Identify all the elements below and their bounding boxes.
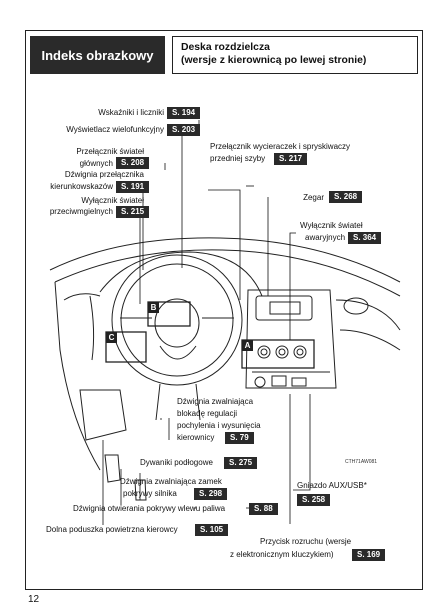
callout-tilt-line1: Dźwignia zwalniająca — [177, 397, 254, 406]
callout-fog-line2: przeciwmgielnych — [49, 207, 113, 216]
callout-headlight-line1: Przełącznik świateł — [76, 147, 144, 156]
marker-b: B — [148, 302, 159, 313]
callout-wiper-ref[interactable]: S. 217 — [274, 153, 308, 165]
callout-wiper-line2: przedniej szyby — [210, 154, 266, 163]
callout-tilt-line2: blokadę regulacji — [177, 409, 238, 418]
callout-start-line2: z elektronicznym kluczykiem) — [230, 550, 334, 559]
callout-fuel-ref[interactable]: S. 88 — [249, 503, 278, 515]
marker-c: C — [106, 332, 117, 343]
section-tab: Indeks obrazkowy — [30, 36, 165, 74]
callout-headlight-ref[interactable]: S. 208 — [116, 157, 150, 169]
callout-hood-line2: pokrywy silnika — [123, 489, 177, 498]
callout-mfd-label: Wyświetlacz wielofunkcyjny — [66, 125, 164, 134]
callout-tilt-line4: kierownicy — [177, 433, 215, 442]
callout-knee-ref[interactable]: S. 105 — [195, 524, 229, 536]
callout-knee-label: Dolna poduszka powietrzna kierowcy — [46, 525, 178, 534]
callout-clock-label: Zegar — [303, 193, 324, 202]
callout-headlight-line2: głównych — [79, 159, 113, 168]
callout-fuel-label: Dźwignia otwierania pokrywy wlewu paliwa — [73, 504, 226, 513]
callout-hood-line1: Dźwignia zwalniająca zamek — [120, 477, 222, 486]
page-title: Deska rozdzielcza (wersje z kierownicą p… — [172, 36, 418, 74]
callout-clock-ref[interactable]: S. 268 — [329, 191, 363, 203]
callout-turn-line1: Dźwignia przełącznika — [64, 170, 144, 179]
page-title-line2: (wersje z kierownicą po lewej stronie) — [181, 55, 367, 66]
callout-start-ref[interactable]: S. 169 — [352, 549, 386, 561]
callout-wiper-line1: Przełącznik wycieraczek i spryskiwaczy — [210, 142, 351, 151]
callout-turn-ref[interactable]: S. 191 — [116, 181, 150, 193]
callout-aux-ref[interactable]: S. 258 — [297, 494, 331, 506]
callout-tilt-ref[interactable]: S. 79 — [225, 432, 254, 444]
marker-a: A — [242, 340, 253, 351]
callout-hazard-line1: Wyłącznik świateł — [300, 221, 363, 230]
image-code: CTH71AW081 — [345, 459, 378, 465]
callout-tilt-line3: pochylenia i wysunięcia — [177, 421, 261, 430]
callout-fog-ref[interactable]: S. 215 — [116, 206, 150, 218]
callout-gauges-label: Wskaźniki i liczniki — [98, 108, 164, 117]
callout-hood-ref[interactable]: S. 298 — [194, 488, 228, 500]
page-number: 12 — [28, 594, 40, 605]
callout-fog-line1: Wyłącznik świateł — [81, 196, 144, 205]
callout-pedals-ref[interactable]: S. 275 — [224, 457, 258, 469]
callout-mfd-ref[interactable]: S. 203 — [167, 124, 201, 136]
callout-hazard-ref[interactable]: S. 364 — [348, 232, 382, 244]
callout-start-line1: Przycisk rozruchu (wersje — [260, 537, 352, 546]
callout-pedals-label: Dywaniki podłogowe — [140, 458, 213, 467]
callout-turn-line2: kierunkowskazów — [50, 182, 113, 191]
callout-hazard-line2: awaryjnych — [305, 233, 346, 242]
page-frame — [25, 30, 423, 590]
page-title-line1: Deska rozdzielcza — [181, 42, 270, 53]
callout-gauges-ref[interactable]: S. 194 — [167, 107, 201, 119]
callout-aux-line1: Gniazdo AUX/USB* — [297, 481, 367, 490]
